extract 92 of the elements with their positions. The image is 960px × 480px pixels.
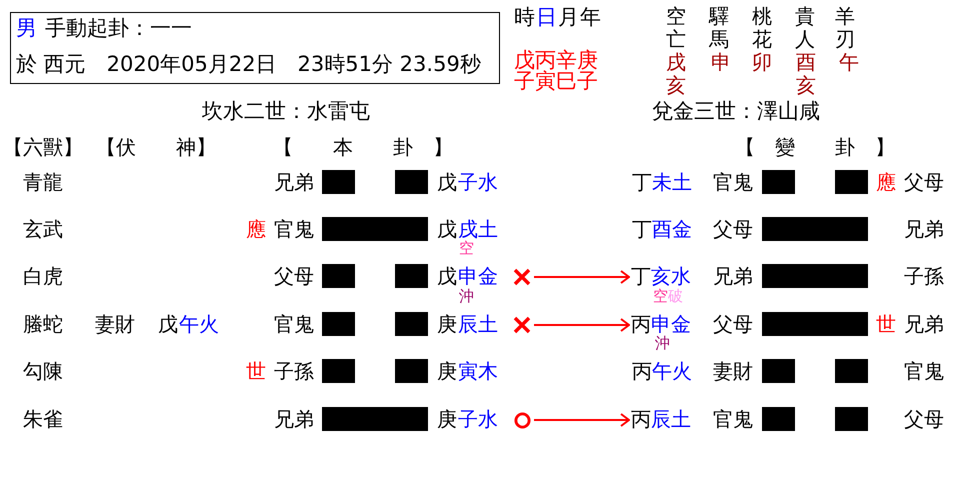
kin-label: 官鬼 [274,219,314,241]
kin-label: 兄弟 [274,172,314,194]
column-header: 【六獸】 [3,137,83,159]
kin-label: 官鬼 [713,409,753,431]
stem-label: 丙 [631,409,651,431]
kin-label: 官鬼 [904,361,944,383]
arrow [534,270,630,284]
stem-label: 丁 [632,219,652,241]
spirit-name: 勾陳 [23,361,63,383]
branch-label: 辰土 [651,409,691,431]
kin-label: 兄弟 [274,409,314,431]
column-header: 【 變 卦 】 [735,137,895,159]
role-mark: 世 [246,361,266,383]
role-mark: 世 [876,314,896,336]
branch-label: 午火 [179,314,219,336]
cross-mark [513,316,531,334]
stem-label: 庚 [437,314,457,336]
star-header: 羊刃 [835,6,855,52]
kin-label: 妻財 [713,361,753,383]
circle-mark [514,412,531,428]
kin-label: 父母 [713,314,753,336]
star-value: 午 [839,52,859,74]
star-header: 桃花 [752,6,772,52]
arrow [534,318,630,332]
status-label: 空 [653,288,668,304]
gender-label: 男 [16,16,37,40]
star-header: 空亡 [666,6,686,52]
status-label: 空 [459,240,474,256]
stem-label: 丁 [632,172,652,194]
role-mark: 應 [246,219,266,241]
stem-label: 戊 [437,219,457,241]
kin-label: 父母 [904,172,944,194]
branch-label: 寅木 [458,361,498,383]
kin-label: 妻財 [95,314,135,336]
column-header: 【伏 神】 [96,137,216,159]
kin-label: 兄弟 [904,314,944,336]
spirit-name: 朱雀 [23,409,63,431]
stem-label: 庚 [437,409,457,431]
stem-label: 戊 [158,314,178,336]
status-label: 沖 [459,288,474,304]
branch-label: 酉金 [652,219,692,241]
pillar-header: 年 [580,6,601,28]
stem-label: 戊 [437,266,457,288]
branch-label: 申金 [458,266,498,288]
hexagram-title: 兌金三世：澤山咸 [652,100,820,122]
kin-label: 父母 [274,266,314,288]
kin-label: 父母 [713,219,753,241]
star-header: 貴人 [795,6,815,52]
status-label: 破 [668,288,683,304]
cross-mark [513,268,531,286]
pillar-stems: 戊丙辛庚 [514,48,598,72]
branch-label: 子水 [458,172,498,194]
column-header: 【 本 卦 】 [273,137,453,159]
spirit-name: 螣蛇 [23,314,63,336]
star-value: 戌亥 [666,52,686,98]
star-value: 申 [711,52,731,74]
stem-label: 丁 [631,266,651,288]
stem-label: 戊 [437,172,457,194]
stem-label: 庚 [437,361,457,383]
branch-label: 午火 [652,361,692,383]
kin-label: 子孫 [904,266,944,288]
branch-label: 申金 [651,314,691,336]
branch-label: 亥水 [651,266,691,288]
kin-label: 官鬼 [274,314,314,336]
star-value: 酉亥 [796,52,816,98]
spirit-name: 青龍 [23,172,63,194]
kin-label: 官鬼 [713,172,753,194]
kin-label: 父母 [904,409,944,431]
arrow [534,413,630,427]
pillar-branches: 子寅巳子 [514,70,598,92]
pillar-header: 時 [514,6,535,28]
stem-label: 丙 [631,314,651,336]
hexagram-title: 坎水二世：水雷屯 [202,100,370,122]
date-label: 於 西元 2020年05月22日 23時51分 23.59秒 [16,52,481,76]
spirit-name: 白虎 [23,266,63,288]
kin-label: 子孫 [274,361,314,383]
pillar-header: 月 [558,6,579,28]
branch-label: 辰土 [458,314,498,336]
stem-label: 丙 [632,361,652,383]
info-box [10,12,500,84]
kin-label: 兄弟 [713,266,753,288]
method-label: 手動起卦：一一 [45,16,192,40]
star-value: 卯 [752,52,772,74]
pillar-header: 日 [536,6,557,28]
star-header: 驛馬 [709,6,729,52]
role-mark: 應 [876,172,896,194]
branch-label: 子水 [458,409,498,431]
branch-label: 未土 [652,172,692,194]
spirit-name: 玄武 [23,219,63,241]
status-label: 沖 [655,334,670,352]
kin-label: 兄弟 [904,219,944,241]
branch-label: 戌土 [458,219,498,241]
